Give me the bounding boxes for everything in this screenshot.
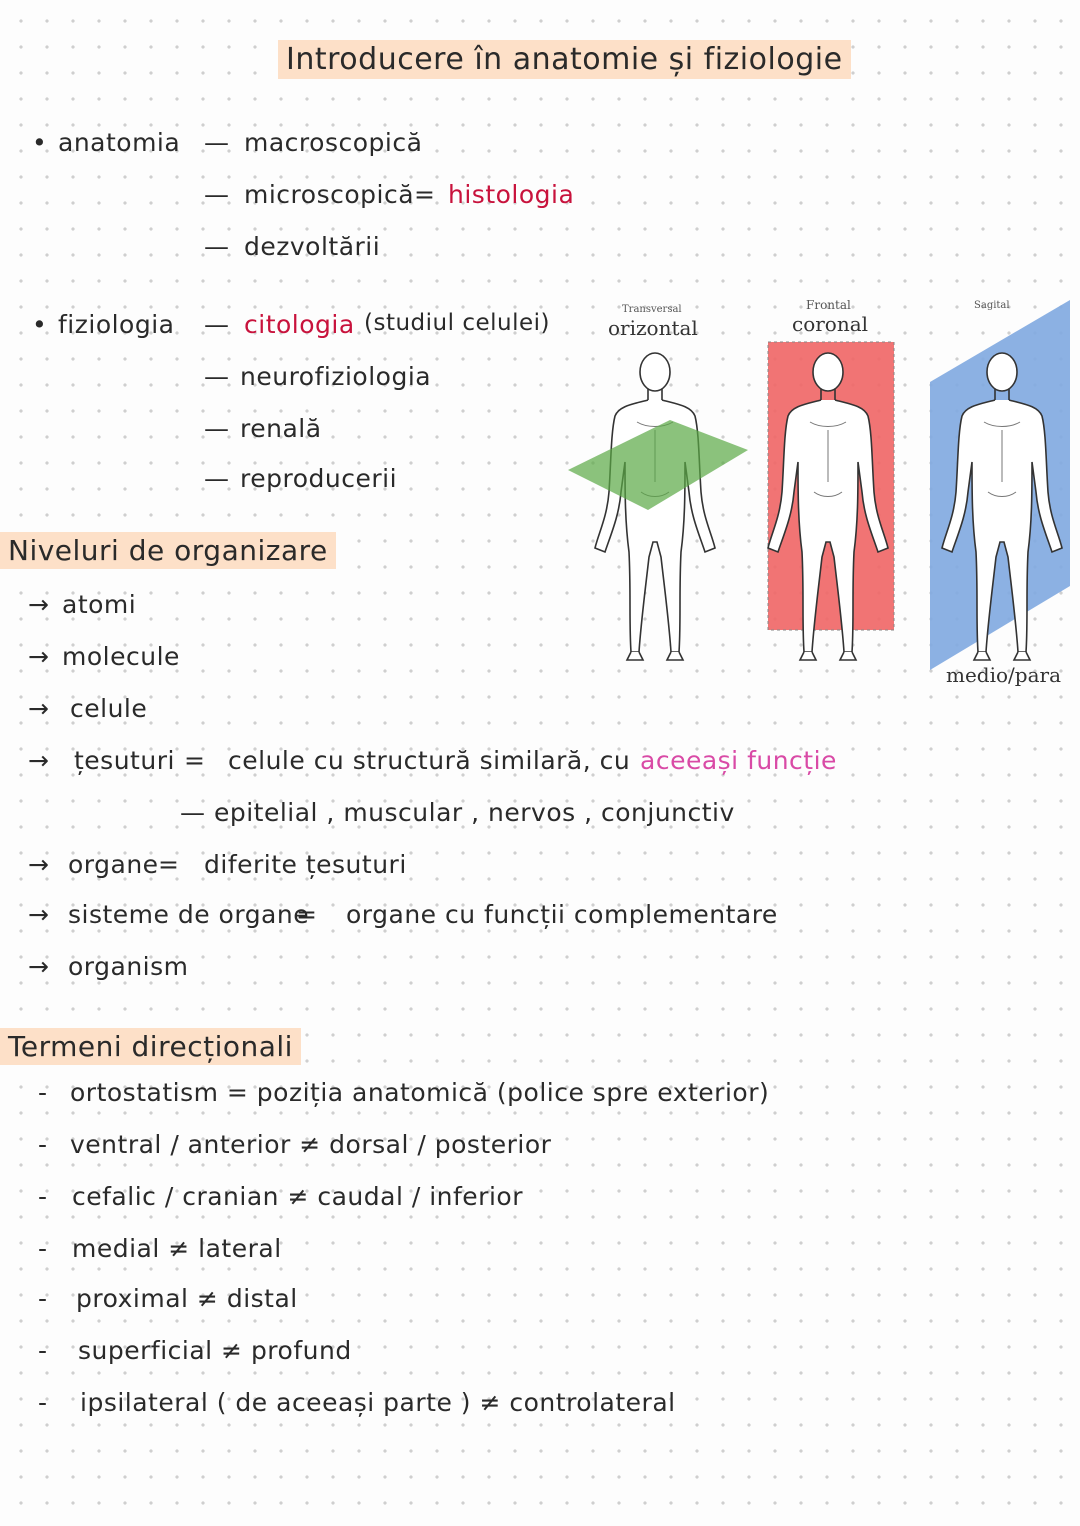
termeni-item-1: ortostatism = poziția anatomică (police … xyxy=(70,1078,770,1107)
niveluri-arrow-2: → xyxy=(28,642,50,671)
niveluri-item-organe-eq: = xyxy=(158,850,180,879)
termeni-dash-3: - xyxy=(38,1182,48,1211)
fiziologia-dash-1: — xyxy=(204,310,230,339)
niveluri-item-tesuturi-eq: = xyxy=(184,746,206,775)
anatomia-item-2-eq: = xyxy=(414,180,436,209)
termeni-item-6: superficial ≠ profund xyxy=(78,1336,352,1365)
sagital-small-label: Sagital xyxy=(974,300,1010,311)
niveluri-arrow-3: → xyxy=(28,694,50,723)
termeni-heading: Termeni direcționali xyxy=(0,1028,301,1065)
niveluri-item-organe: organe xyxy=(68,850,159,879)
niveluri-item-organism: organism xyxy=(68,952,189,981)
fiziologia-dash-2: — xyxy=(204,362,230,391)
niveluri-item-sisteme: sisteme de organe xyxy=(68,900,310,929)
transversal-plane xyxy=(568,420,748,510)
niveluri-item-organe-def: diferite țesuturi xyxy=(204,850,407,879)
termeni-dash-5: - xyxy=(38,1284,48,1313)
termeni-dash-1: - xyxy=(38,1078,48,1107)
transversal-big-label: orizontal xyxy=(608,316,698,340)
anatomia-dash-3: — xyxy=(204,232,230,261)
fiziologia-dash-3: — xyxy=(204,414,230,443)
anatomia-bullet: • xyxy=(32,128,48,157)
anatomia-label: anatomia xyxy=(58,128,181,157)
niveluri-arrow-1: → xyxy=(28,590,50,619)
page-title: Introducere în anatomie și fiziologie xyxy=(278,40,851,79)
niveluri-arrow-6: → xyxy=(28,850,50,879)
anatomia-item-2: microscopică xyxy=(244,180,415,209)
sagital-big-label: medio/para xyxy=(946,663,1061,687)
anatomia-dash-1: — xyxy=(204,128,230,157)
niveluri-heading: Niveluri de organizare xyxy=(0,532,336,569)
niveluri-item-tesuturi-highlight: aceeași funcție xyxy=(640,746,837,775)
termeni-item-3: cefalic / cranian ≠ caudal / inferior xyxy=(72,1182,523,1211)
niveluri-item-sisteme-def: organe cu funcții complementare xyxy=(346,900,778,929)
niveluri-item-atomi: atomi xyxy=(62,590,137,619)
termeni-item-4: medial ≠ lateral xyxy=(72,1234,282,1263)
termeni-dash-4: - xyxy=(38,1234,48,1263)
frontal-small-label: Frontal xyxy=(806,298,851,312)
termeni-item-5: proximal ≠ distal xyxy=(76,1284,298,1313)
niveluri-item-celule: celule xyxy=(70,694,148,723)
fiziologia-dash-4: — xyxy=(204,464,230,493)
fiziologia-label: fiziologia xyxy=(58,310,175,339)
anatomia-item-2-extra: histologia xyxy=(448,180,575,209)
anatomia-dash-2: — xyxy=(204,180,230,209)
fiziologia-bullet: • xyxy=(32,310,48,339)
niveluri-item-molecule: molecule xyxy=(62,642,180,671)
termeni-item-2: ventral / anterior ≠ dorsal / posterior xyxy=(70,1130,552,1159)
anatomia-item-3: dezvoltării xyxy=(244,232,381,261)
niveluri-item-sisteme-eq: = xyxy=(296,900,318,929)
niveluri-tesuturi-types: — epitelial , muscular , nervos , conjun… xyxy=(180,798,735,827)
termeni-dash-7: - xyxy=(38,1388,48,1417)
fiziologia-item-3: renală xyxy=(240,414,322,443)
niveluri-arrow-4: → xyxy=(28,746,50,775)
fiziologia-item-1: citologia xyxy=(244,310,355,339)
niveluri-arrow-8: → xyxy=(28,952,50,981)
transversal-small-label: Transversal xyxy=(622,304,682,315)
termeni-dash-2: - xyxy=(38,1130,48,1159)
frontal-big-label: coronal xyxy=(792,312,868,336)
termeni-dash-6: - xyxy=(38,1336,48,1365)
fiziologia-item-4: reproducerii xyxy=(240,464,398,493)
anatomia-item-1: macroscopică xyxy=(244,128,423,157)
niveluri-item-tesuturi: țesuturi xyxy=(74,746,175,775)
niveluri-item-tesuturi-def: celule cu structură similară, cu xyxy=(228,746,631,775)
body-planes-illustration: Transversal orizontal Frontal coronal Sa… xyxy=(568,298,1070,687)
fiziologia-item-2: neurofiziologia xyxy=(240,362,432,391)
fiziologia-item-1-extra: (studiul celulei) xyxy=(364,310,550,336)
niveluri-arrow-7: → xyxy=(28,900,50,929)
termeni-item-7: ipsilateral ( de aceeași parte ) ≠ contr… xyxy=(80,1388,676,1417)
